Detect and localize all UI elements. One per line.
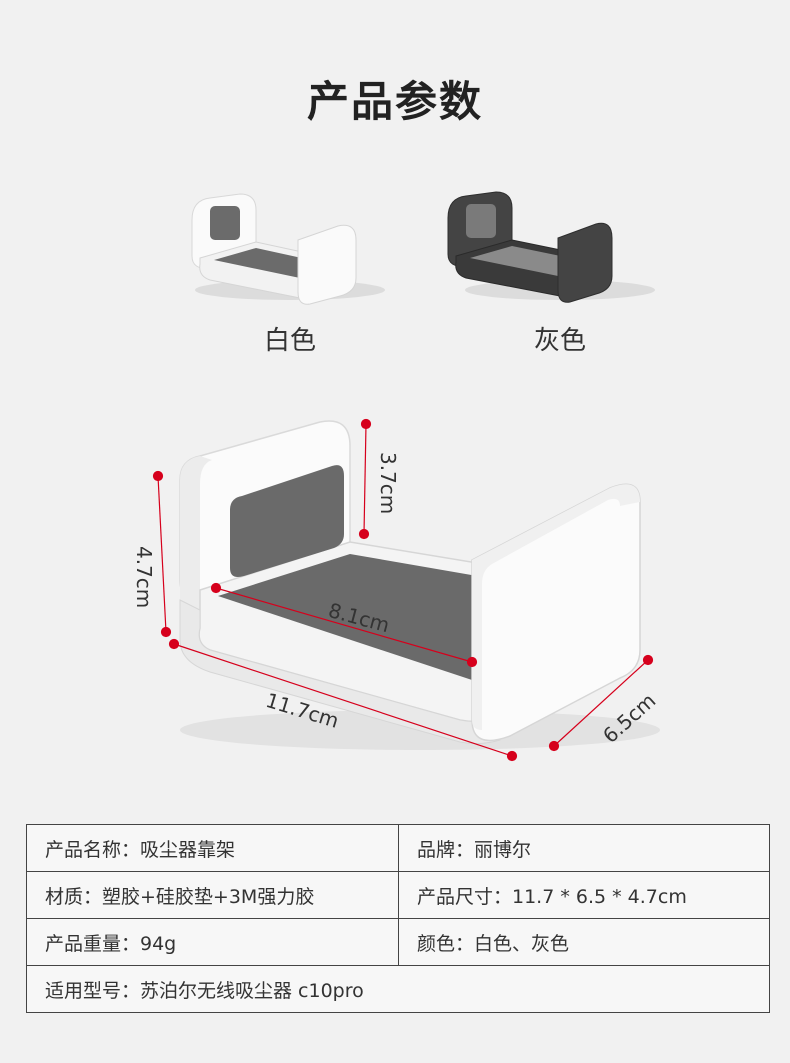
dim-height-outer-label: 4.7cm xyxy=(132,546,156,609)
specs-table: 产品名称：吸尘器靠架 品牌：丽博尔 材质：塑胶+硅胶垫+3M强力胶 产品尺寸：1… xyxy=(26,824,770,1013)
spec-size: 产品尺寸：11.7 * 6.5 * 4.7cm xyxy=(398,871,770,919)
spec-color: 颜色：白色、灰色 xyxy=(398,918,770,966)
spec-material: 材质：塑胶+硅胶垫+3M强力胶 xyxy=(26,871,399,919)
page-title: 产品参数 xyxy=(306,77,483,126)
holder-white-image xyxy=(191,193,385,305)
holder-gray-image xyxy=(447,191,655,303)
specs-row: 产品名称：吸尘器靠架 品牌：丽博尔 xyxy=(26,824,770,872)
variant-gray: 灰色 xyxy=(440,180,680,360)
specs-row: 产品重量：94g 颜色：白色、灰色 xyxy=(26,918,770,966)
spec-brand: 品牌：丽博尔 xyxy=(398,824,770,872)
dimension-diagram: 4.7cm 3.7cm 8.1cm 11.7cm 6.5cm xyxy=(100,400,700,780)
variant-white: 白色 xyxy=(170,180,410,360)
spec-weight: 产品重量：94g xyxy=(26,918,399,966)
specs-row: 适用型号：苏泊尔无线吸尘器 c10pro xyxy=(26,965,770,1013)
variant-gray-label: 灰色 xyxy=(533,326,586,356)
specs-row: 材质：塑胶+硅胶垫+3M强力胶 产品尺寸：11.7 * 6.5 * 4.7cm xyxy=(26,871,770,919)
dim-height-inner-label: 3.7cm xyxy=(376,452,400,515)
variant-white-label: 白色 xyxy=(263,326,316,356)
spec-product-name: 产品名称：吸尘器靠架 xyxy=(26,824,399,872)
holder-diagram-image xyxy=(152,418,660,762)
spec-compatible-model: 适用型号：苏泊尔无线吸尘器 c10pro xyxy=(26,965,770,1013)
